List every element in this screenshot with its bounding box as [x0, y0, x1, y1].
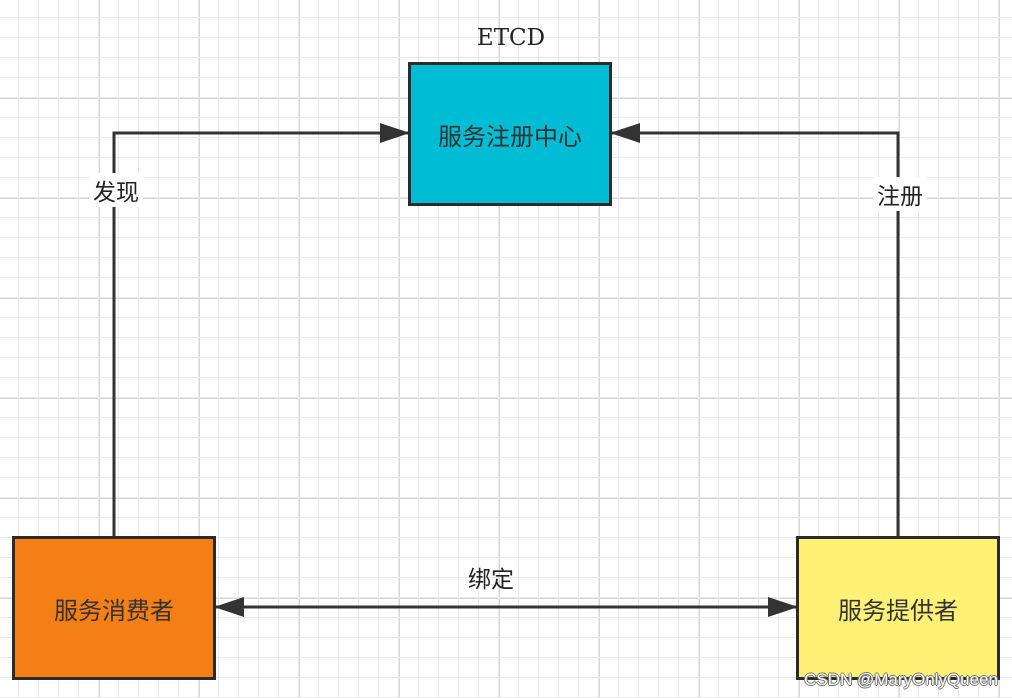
register-edge-label: 注册 — [873, 177, 927, 211]
service-registry-label: 服务注册中心 — [438, 122, 582, 151]
register-connector — [610, 123, 900, 537]
discover-connector — [112, 123, 410, 537]
service-provider-node[interactable]: 服务提供者 — [796, 536, 1000, 680]
service-registry-node[interactable]: 服务注册中心 — [408, 62, 612, 206]
discover-edge-label: 发现 — [89, 173, 143, 207]
service-consumer-label: 服务消费者 — [54, 596, 174, 625]
csdn-watermark: CSDN @MaryOnlyQueen — [804, 670, 998, 689]
service-consumer-node[interactable]: 服务消费者 — [12, 536, 216, 680]
registry-title: ETCD — [476, 25, 546, 51]
bind-edge-label: 绑定 — [468, 567, 514, 593]
service-provider-label: 服务提供者 — [838, 596, 958, 625]
